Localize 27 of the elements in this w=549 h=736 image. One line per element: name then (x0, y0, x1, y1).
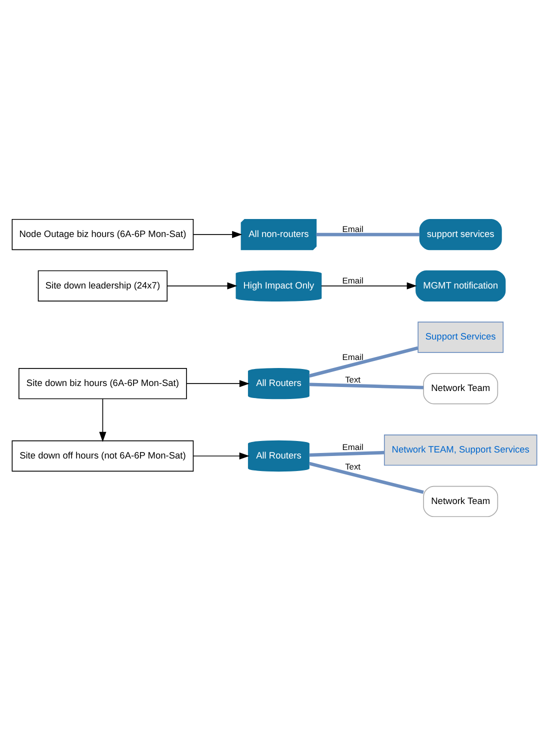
arrow (186, 380, 250, 388)
arrow (166, 282, 238, 290)
node-box: support services (419, 218, 502, 250)
edge-label: Email (342, 224, 364, 234)
connector (309, 382, 424, 390)
node-box: Site down leadership (24x7) (38, 270, 168, 302)
edge-label: Text (345, 374, 361, 385)
edge-label: Email (342, 352, 364, 362)
edge-label: Text (345, 461, 361, 472)
edge-label: Email (342, 275, 364, 286)
node-box: MGMT notification (416, 270, 506, 302)
node-box: Support Services (418, 322, 504, 353)
node-box: Site down off hours (not 6A-6P Mon-Sat) (12, 440, 194, 472)
node-box: Network Team (423, 486, 498, 518)
node-box: Site down biz hours (6A-6P Mon-Sat) (18, 368, 187, 400)
node-box: Network Team (423, 373, 498, 404)
connector (308, 346, 418, 378)
connector (308, 462, 424, 494)
arrow (192, 452, 250, 460)
edge-label: Email (342, 442, 364, 452)
connector (309, 450, 384, 457)
connector (316, 232, 420, 236)
node-box: Network TEAM, Support Services (384, 434, 538, 466)
arrow (320, 282, 417, 290)
arrow (192, 230, 242, 238)
arrow (99, 398, 106, 442)
node-box: Node Outage biz hours (6A-6P Mon-Sat) (12, 218, 194, 250)
